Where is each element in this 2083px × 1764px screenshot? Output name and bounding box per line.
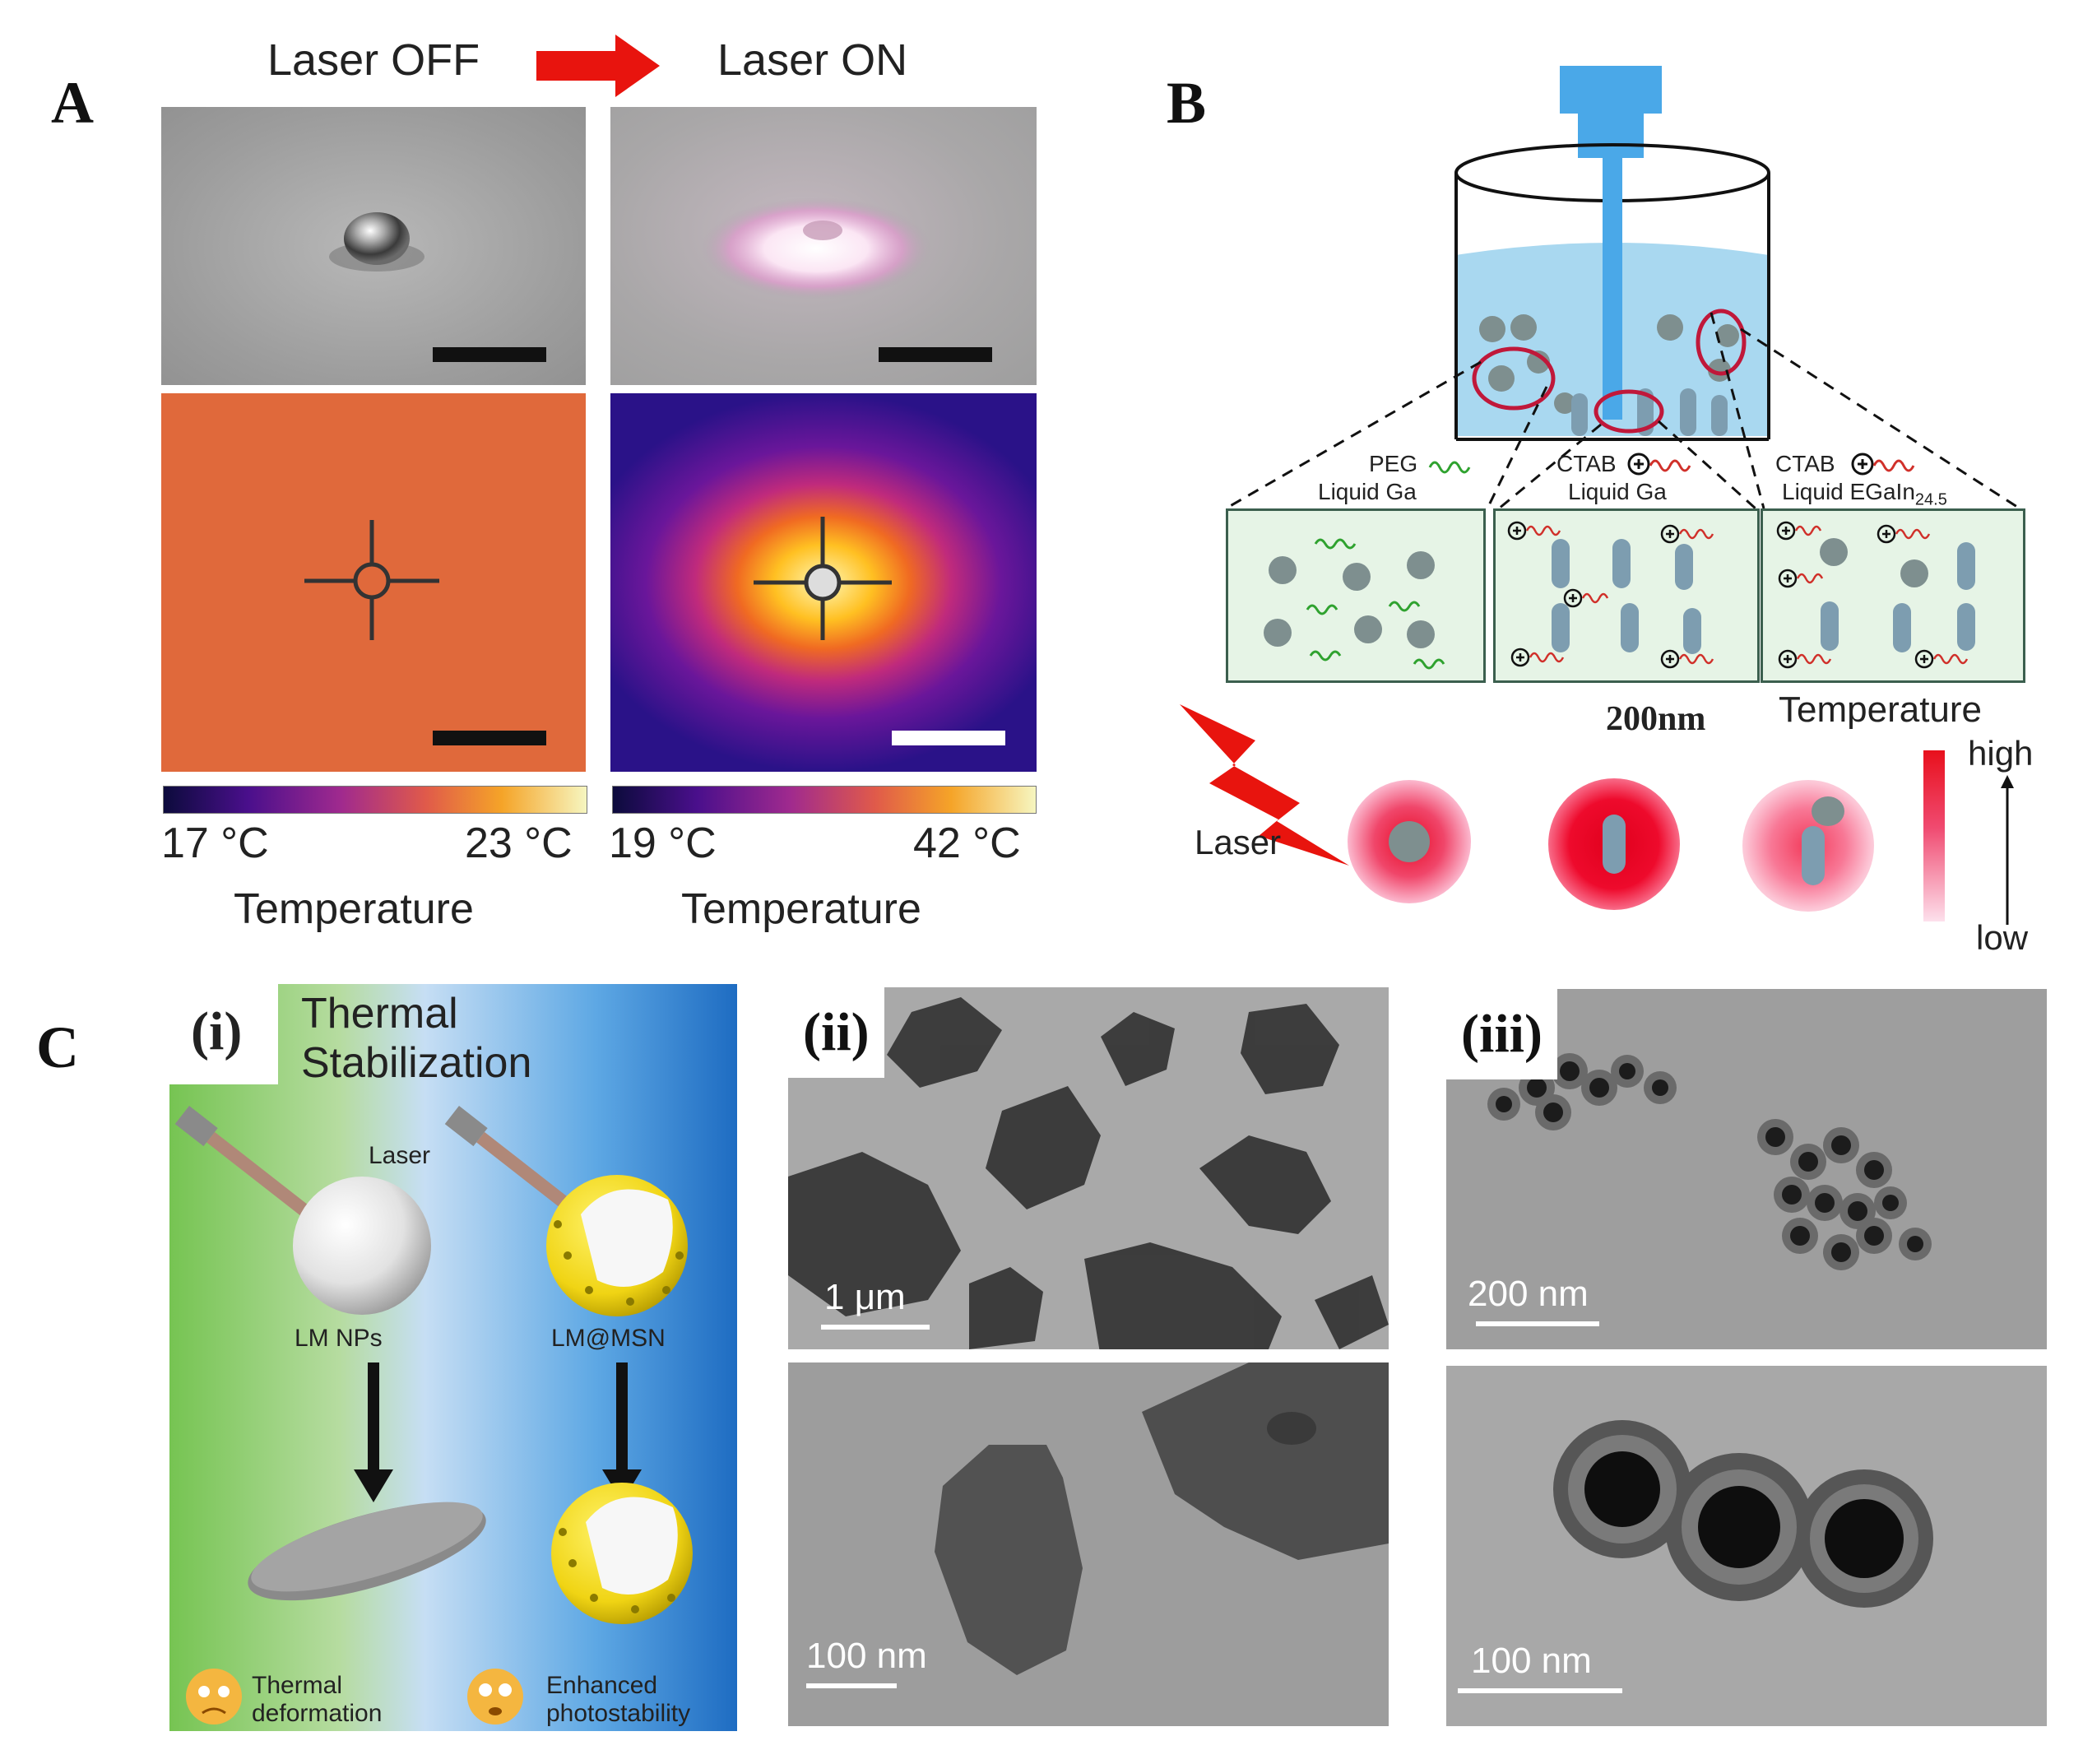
- enhanced-photostability-line1: Enhanced: [546, 1672, 658, 1699]
- colorbar-left-max: 23 °C: [465, 819, 573, 867]
- panel-label-b: B: [1167, 70, 1207, 136]
- schematic-title-line1: Thermal: [301, 990, 458, 1038]
- colorbar-right-max: 42 °C: [913, 819, 1021, 867]
- sub-label-ii: (ii): [788, 987, 884, 1078]
- temperature-label: Temperature: [1779, 689, 1983, 730]
- particle-core: [1389, 821, 1430, 862]
- colorbar-right-title: Temperature: [681, 885, 921, 933]
- up-arrow-icon: [2001, 775, 2014, 925]
- scale-bar: [821, 1325, 930, 1330]
- ctab-chain-icon: [1851, 453, 1915, 476]
- box2-ligand-label: CTAB: [1556, 451, 1617, 476]
- particle-core: [1812, 796, 1844, 826]
- tem-image-ii-bottom: 100 nm: [788, 1362, 1389, 1726]
- peg-chain-icon: [1428, 461, 1471, 474]
- thermal-image-laser-off: [161, 393, 586, 772]
- scale-text-100nm: 100 nm: [806, 1636, 927, 1676]
- particle-core: [1802, 826, 1825, 885]
- droplet-photo-laser-on: [610, 107, 1037, 385]
- enhanced-photostability-line2: photostability: [546, 1700, 691, 1727]
- heated-sphere-particle: [1348, 780, 1471, 903]
- scale-bar: [892, 731, 1005, 745]
- particle-core: [1603, 815, 1626, 874]
- schematic-title-line2: Stabilization: [301, 1039, 532, 1087]
- peg-liquid-ga-box: [1226, 508, 1486, 683]
- scale-text-200nm: 200 nm: [1468, 1274, 1589, 1314]
- lm-nps-label: LM NPs: [295, 1325, 383, 1352]
- box1-ligand-label: PEG: [1369, 451, 1418, 476]
- temperature-gradient-bar: [1923, 750, 1945, 921]
- tem-image-iii-bottom: 100 nm: [1446, 1366, 2047, 1726]
- panel-label-a: A: [51, 70, 94, 136]
- low-label: low: [1976, 918, 2029, 957]
- thermal-deformation-line2: deformation: [252, 1700, 383, 1727]
- laser-lightning-icon: [1180, 704, 1349, 866]
- box1-core-label: Liquid Ga: [1318, 479, 1417, 504]
- box3-core-subscript: 24.5: [1914, 490, 1947, 509]
- box3-core-label: Liquid EGaIn24.5: [1782, 479, 1947, 510]
- sub-label-iii: (iii): [1446, 989, 1557, 1079]
- heated-rod-particle: [1548, 778, 1680, 910]
- laser-label: Laser: [369, 1142, 431, 1169]
- scale-bar: [1458, 1688, 1622, 1693]
- ctab-chain-icon: [1627, 453, 1691, 476]
- heated-hybrid-particle: [1742, 780, 1874, 912]
- scale-bar: [806, 1683, 897, 1688]
- scale-bar: [433, 347, 546, 362]
- scale-text-100nm: 100 nm: [1471, 1641, 1592, 1681]
- scale-bar: [1476, 1321, 1599, 1326]
- panel-label-c: C: [36, 1014, 79, 1080]
- laser-label: Laser: [1195, 823, 1282, 861]
- label-background: [169, 984, 278, 1084]
- temperature-colorbar-right: [612, 786, 1037, 814]
- box3-ligand-label: CTAB: [1775, 451, 1835, 476]
- scale-text-1um: 1 μm: [824, 1277, 906, 1317]
- scale-label-200nm: 200nm: [1606, 700, 1706, 738]
- sub-label-i: (i): [191, 1001, 243, 1061]
- thermal-image-laser-on: [610, 393, 1037, 772]
- tem-image-ii-top: (ii) 1 μm: [788, 987, 1389, 1349]
- scale-bar: [879, 347, 992, 362]
- laser-arrow-icon: [536, 35, 660, 97]
- colorbar-right-min: 19 °C: [609, 819, 717, 867]
- box3-core-text: Liquid EGaIn: [1782, 479, 1915, 504]
- thermal-stabilization-schematic: (i) Thermal Stabilization Laser LM NPs L…: [169, 984, 737, 1731]
- ctab-liquid-egain-box: [1761, 508, 2025, 683]
- thermal-deformation-line1: Thermal: [252, 1672, 343, 1699]
- tem-image-iii-top: (iii) 200 nm: [1446, 989, 2047, 1349]
- ctab-liquid-ga-box: [1493, 508, 1760, 683]
- temperature-colorbar-left: [163, 786, 587, 814]
- high-label: high: [1968, 734, 2034, 773]
- colorbar-left-min: 17 °C: [161, 819, 269, 867]
- box2-core-label: Liquid Ga: [1568, 479, 1667, 504]
- droplet-photo-laser-off: [161, 107, 586, 385]
- scale-bar: [433, 731, 546, 745]
- colorbar-left-title: Temperature: [234, 885, 474, 933]
- stirred-beaker-diagram: [1225, 66, 2020, 510]
- lm-msn-label: LM@MSN: [551, 1325, 666, 1352]
- laser-on-header: Laser ON: [717, 35, 908, 85]
- laser-off-header: Laser OFF: [267, 35, 480, 85]
